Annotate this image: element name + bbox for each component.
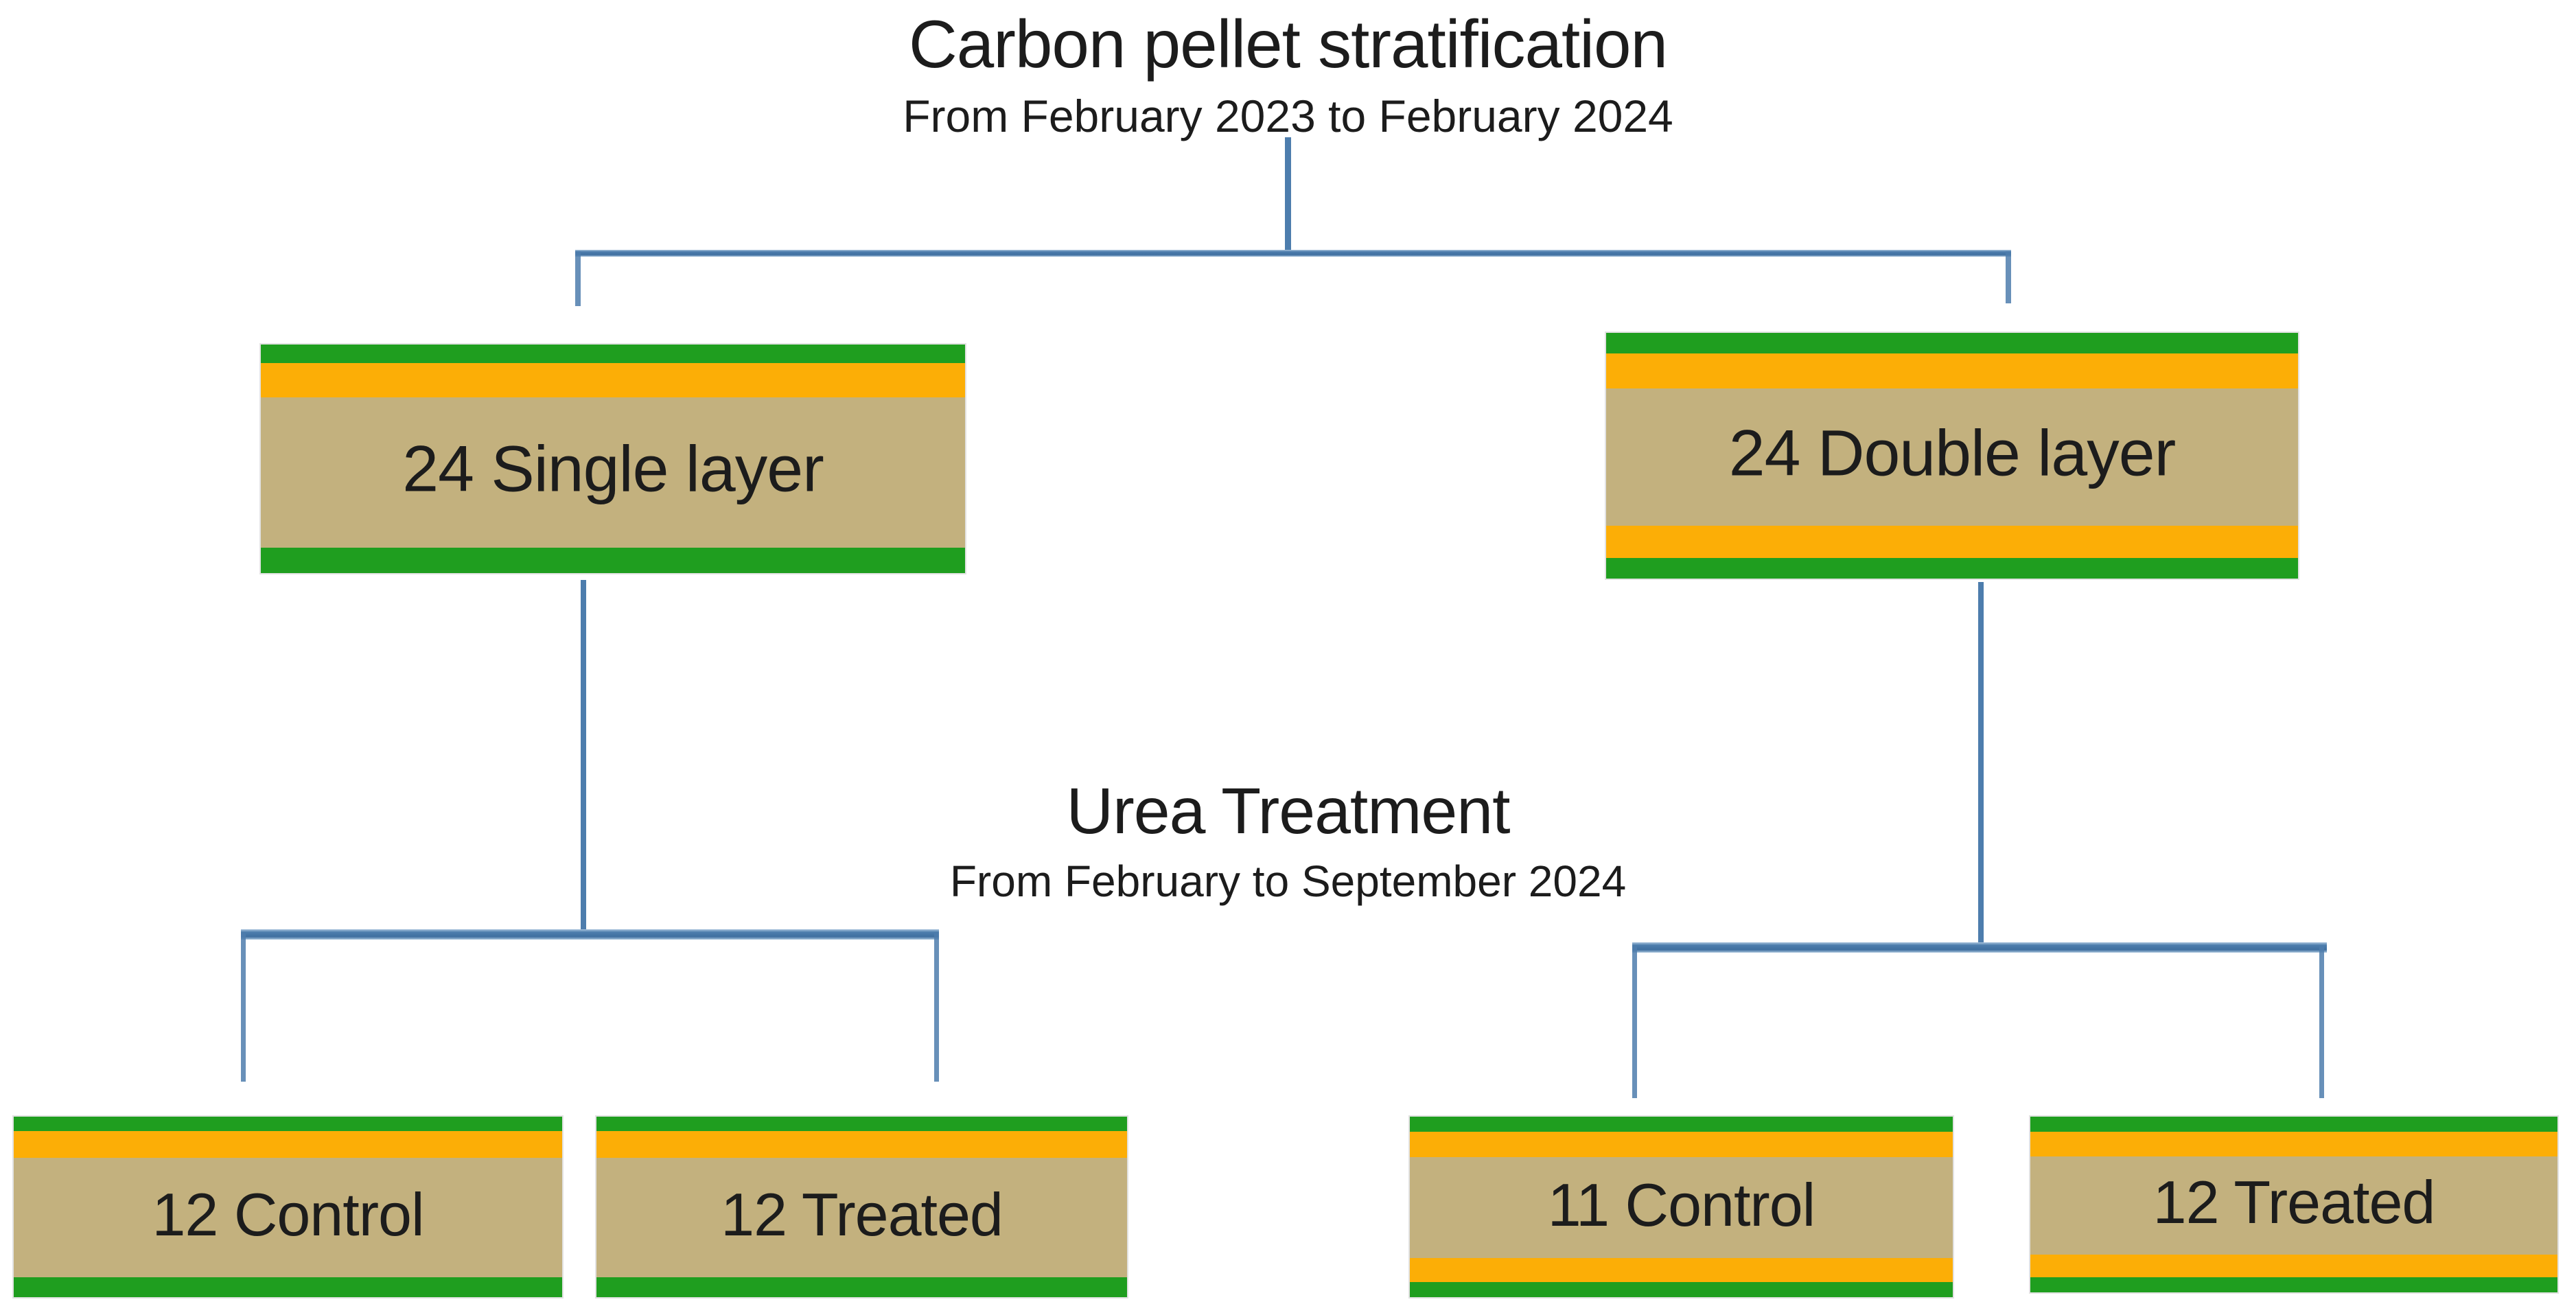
connector-top-left-drop xyxy=(575,251,581,306)
node-body: 12 Control xyxy=(14,1158,562,1278)
node-single-treated: 12 Treated xyxy=(596,1117,1127,1297)
green-stripe xyxy=(261,345,965,363)
connector-right-bracket-right-drop xyxy=(2319,946,2324,1098)
orange-stripe xyxy=(596,1131,1127,1159)
node-single-control-label: 12 Control xyxy=(152,1180,424,1249)
node-double-layer: 24 Double layer xyxy=(1606,333,2298,579)
node-body: 24 Single layer xyxy=(261,397,965,548)
green-stripe xyxy=(261,548,965,573)
diagram-header: Carbon pellet stratification From Februa… xyxy=(0,5,2576,141)
node-single-treated-label: 12 Treated xyxy=(721,1180,1003,1249)
connector-left-bracket xyxy=(241,929,939,940)
node-body: 24 Double layer xyxy=(1606,388,2298,526)
connector-right-bracket-left-drop xyxy=(1632,946,1637,1098)
green-stripe xyxy=(2030,1277,2557,1292)
node-body: 12 Treated xyxy=(2030,1156,2557,1255)
node-single-layer-label: 24 Single layer xyxy=(402,432,824,506)
orange-stripe xyxy=(1410,1132,1953,1158)
node-double-treated-label: 12 Treated xyxy=(2153,1168,2436,1237)
connector-right-bracket xyxy=(1632,942,2327,953)
node-body: 12 Treated xyxy=(596,1158,1127,1278)
page-title: Carbon pellet stratification xyxy=(908,6,1668,82)
node-single-control: 12 Control xyxy=(14,1117,562,1297)
connector-top-bracket xyxy=(575,250,2011,257)
green-stripe xyxy=(14,1117,562,1132)
orange-stripe xyxy=(1606,526,2298,558)
page-subtitle: From February 2023 to February 2024 xyxy=(903,90,1673,141)
green-stripe xyxy=(1410,1117,1953,1132)
node-double-control-label: 11 Control xyxy=(1547,1170,1815,1239)
connector-top-right-drop xyxy=(2006,251,2011,303)
orange-stripe xyxy=(2030,1131,2557,1156)
green-stripe xyxy=(2030,1117,2557,1132)
node-body: 11 Control xyxy=(1410,1157,1953,1259)
orange-stripe xyxy=(1606,353,2298,388)
treatment-title: Urea Treatment xyxy=(1066,775,1511,848)
connector-right-stem xyxy=(1978,582,1984,946)
connector-left-bracket-right-drop xyxy=(934,933,939,1082)
green-stripe xyxy=(14,1277,562,1297)
treatment-header: Urea Treatment From February to Septembe… xyxy=(0,774,2576,906)
green-stripe xyxy=(596,1277,1127,1297)
green-stripe xyxy=(1410,1281,1953,1297)
connector-top-stem xyxy=(1285,137,1291,253)
orange-stripe xyxy=(261,362,965,397)
orange-stripe xyxy=(2030,1254,2557,1278)
orange-stripe xyxy=(14,1131,562,1159)
treatment-subtitle: From February to September 2024 xyxy=(949,857,1627,907)
node-double-control: 11 Control xyxy=(1410,1117,1953,1297)
node-double-layer-label: 24 Double layer xyxy=(1728,417,2176,490)
node-double-treated: 12 Treated xyxy=(2030,1117,2557,1292)
connector-left-bracket-left-drop xyxy=(241,933,246,1082)
connector-left-stem xyxy=(581,580,586,933)
orange-stripe xyxy=(1410,1258,1953,1282)
green-stripe xyxy=(1606,557,2298,579)
node-single-layer: 24 Single layer xyxy=(261,345,965,573)
green-stripe xyxy=(1606,333,2298,354)
green-stripe xyxy=(596,1117,1127,1132)
